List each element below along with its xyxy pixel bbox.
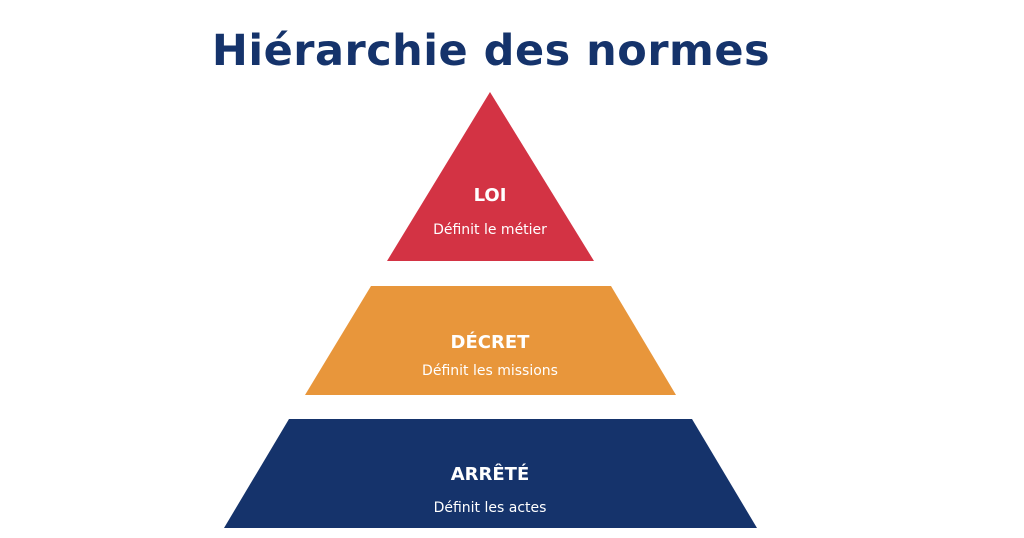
level-arrete-description: Définit les actes xyxy=(433,500,547,516)
level-loi-description: Définit le métier xyxy=(433,222,547,238)
level-decret-name: DÉCRET xyxy=(450,332,530,353)
level-decret-description: Définit les missions xyxy=(422,363,558,379)
level-arrete-name: ARRÊTÉ xyxy=(450,464,530,485)
level-loi-name: LOI xyxy=(473,185,507,206)
pyramid-level-loi xyxy=(387,92,594,261)
pyramid-level-arrete xyxy=(224,419,757,528)
pyramid-level-decret xyxy=(305,286,676,395)
diagram-title: Hiérarchie des normes xyxy=(211,26,771,76)
